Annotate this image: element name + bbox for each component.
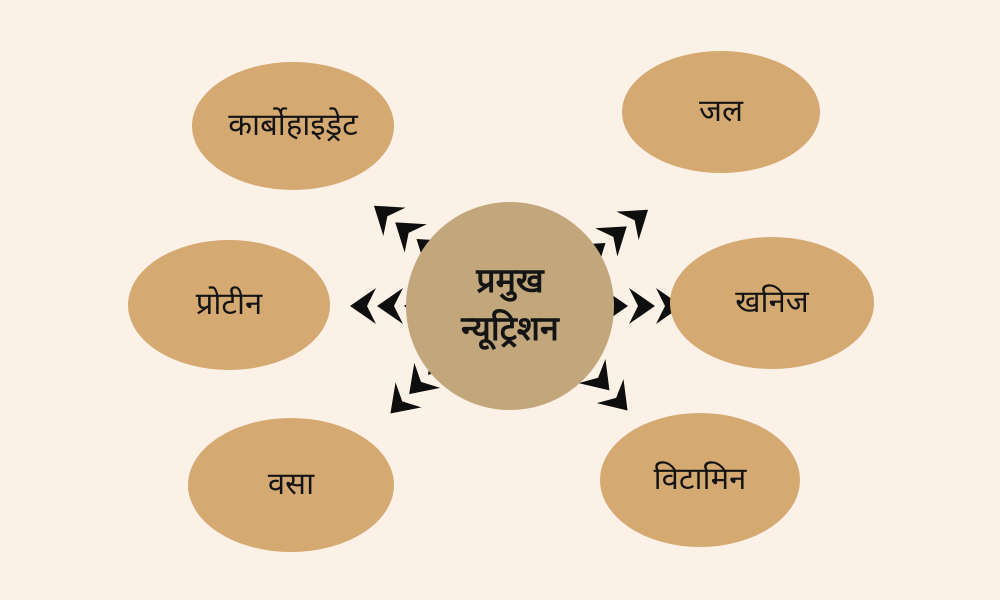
center-node-label-line2: न्यूट्रिशन [461, 309, 559, 349]
node-protein: प्रोटीन [128, 240, 330, 370]
center-node-nutrition: प्रमुख न्यूट्रिशन [406, 202, 614, 410]
node-water-label: जल [698, 93, 744, 130]
center-node-label-line1: प्रमुख [476, 261, 544, 302]
node-water: जल [622, 51, 820, 173]
node-minerals-label: खनिज [735, 284, 809, 321]
node-protein-label: प्रोटीन [195, 286, 263, 323]
node-vitamin-label: विटामिन [653, 461, 747, 498]
node-fat: वसा [188, 418, 394, 552]
node-carbohydrate-label: कार्बोहाइड्रेट [228, 107, 358, 144]
node-vitamin: विटामिन [600, 413, 800, 547]
node-fat-label: वसा [267, 466, 315, 503]
node-carbohydrate: कार्बोहाइड्रेट [192, 62, 394, 190]
node-minerals: खनिज [670, 237, 874, 369]
